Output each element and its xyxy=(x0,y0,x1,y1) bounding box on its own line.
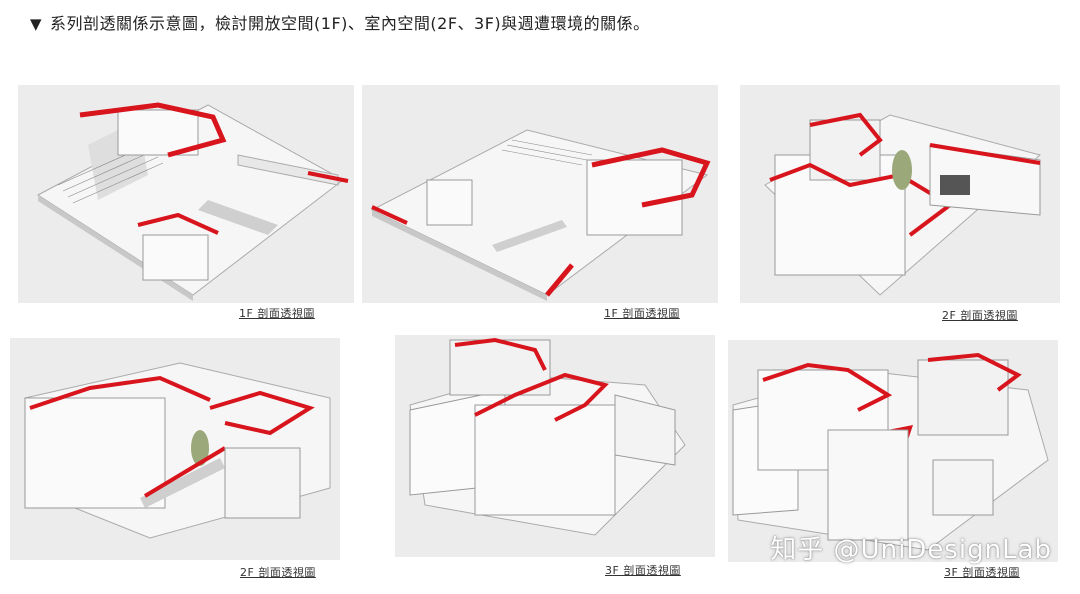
triangle-marker-icon: ▼ xyxy=(30,15,43,33)
panel-caption: 1F 剖面透視圖 xyxy=(239,307,315,320)
panel-caption: 1F 剖面透視圖 xyxy=(604,307,680,320)
section-perspective-2f-b xyxy=(10,338,340,560)
model-render-1f-b xyxy=(370,129,711,301)
watermark: 知乎 @UniDesignLab xyxy=(770,535,1052,565)
panel-caption: 3F 剖面透視圖 xyxy=(944,566,1020,579)
section-perspective-1f-b xyxy=(362,85,718,303)
page-header: ▼ 系列剖透關係示意圖，檢討開放空間(1F)、室內空間(2F、3F)與週遭環境的關… xyxy=(30,10,650,34)
section-perspective-2f-a xyxy=(740,85,1060,303)
model-render-2f-b xyxy=(24,362,331,539)
panel-caption: 3F 剖面透視圖 xyxy=(605,564,681,577)
model-render-3f-a xyxy=(409,337,686,536)
panel-caption: 2F 剖面透視圖 xyxy=(942,309,1018,322)
section-perspective-3f-b xyxy=(728,340,1058,562)
header-text: 系列剖透關係示意圖，檢討開放空間(1F)、室內空間(2F、3F)與週遭環境的關係… xyxy=(50,14,650,33)
model-render-1f-a xyxy=(37,102,349,301)
panel-caption: 2F 剖面透視圖 xyxy=(240,566,316,579)
model-render-2f-a xyxy=(764,112,1042,296)
model-render-3f-b xyxy=(732,352,1049,551)
section-perspective-3f-a xyxy=(395,335,715,557)
section-perspective-1f-a xyxy=(18,85,354,303)
